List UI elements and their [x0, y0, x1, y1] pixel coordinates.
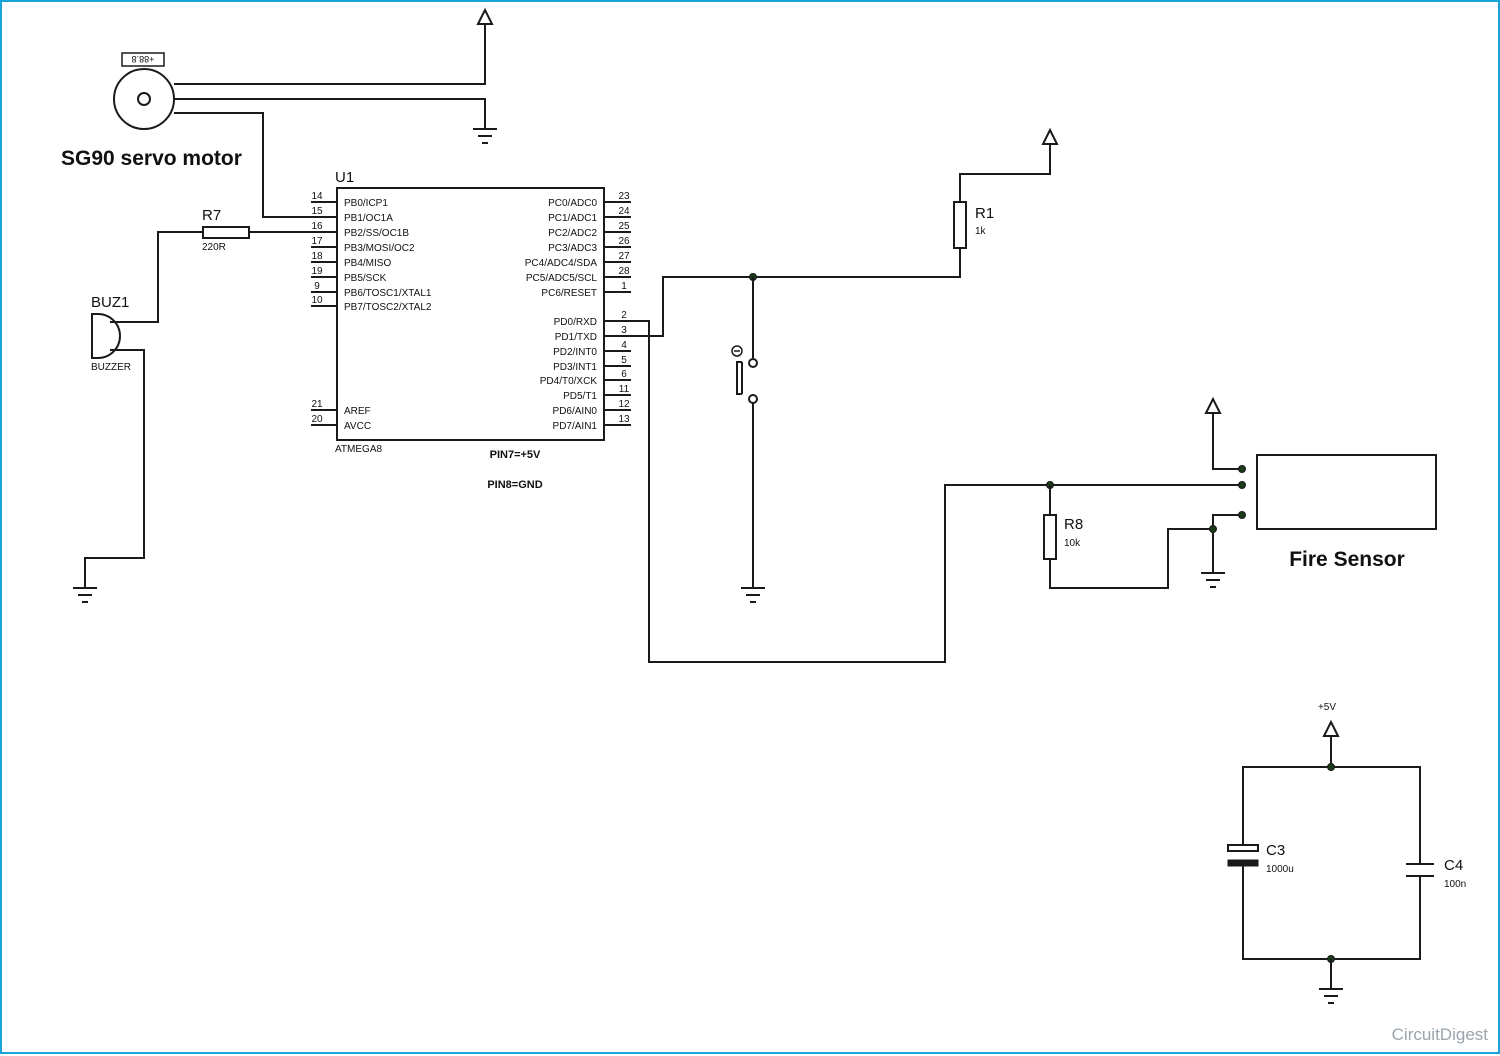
- junction-dot: [1327, 763, 1335, 771]
- sensor-pin-gnd: [1238, 511, 1246, 519]
- servo-display-readout: +88.8: [132, 54, 155, 64]
- r8-ref: R8: [1064, 516, 1083, 533]
- sensor-pin-out: [1238, 481, 1246, 489]
- servo-ground-symbol: [473, 128, 497, 144]
- mcu-pin-number: 16: [311, 221, 323, 232]
- junction-dot: [1209, 525, 1217, 533]
- capacitor-c4: [1406, 863, 1434, 877]
- mcu-pin-name: PB4/MISO: [344, 258, 391, 269]
- c3-ref: C3: [1266, 842, 1285, 859]
- mcu-pin-number: 14: [311, 191, 323, 202]
- mcu-pin-number: 26: [618, 236, 630, 247]
- mcu-note-gnd: PIN8=GND: [487, 479, 542, 491]
- fire-sensor-label: Fire Sensor: [1289, 548, 1405, 571]
- mcu-pin-name: PD6/AIN0: [553, 406, 598, 417]
- mcu-ref: U1: [335, 169, 354, 186]
- mcu-pin-number: 28: [618, 266, 630, 277]
- mcu-pin-number: 9: [314, 281, 320, 292]
- mcu-pin-number: 17: [311, 236, 323, 247]
- buzzer-buz1: [91, 313, 121, 359]
- circuitdigest-logo: CircuitDigest: [1392, 1025, 1489, 1044]
- mcu-pin-number: 19: [311, 266, 323, 277]
- r7-value: 220R: [202, 242, 226, 253]
- resistor-r7: [202, 226, 250, 239]
- mcu-note-vcc: PIN7=+5V: [490, 449, 541, 461]
- mcu-pin-name: PC4/ADC4/SDA: [525, 258, 598, 269]
- mcu-pin-name: AREF: [344, 406, 371, 417]
- mcu-pin-name: PB6/TOSC1/XTAL1: [344, 288, 432, 299]
- fire-sensor-module: [1256, 454, 1437, 530]
- resistor-r1: [953, 201, 967, 249]
- mcu-pins: 14PB0/ICP115PB1/OC1A16PB2/SS/OC1B17PB3/M…: [311, 191, 631, 432]
- mcu-pin-name: AVCC: [344, 421, 371, 432]
- mcu-pin-name: PD4/T0/XCK: [540, 376, 598, 387]
- r1-value: 1k: [975, 226, 987, 237]
- c3-value: 1000u: [1266, 864, 1294, 875]
- capacitor-c3: [1227, 844, 1259, 867]
- mcu-pin-name: PC6/RESET: [541, 288, 597, 299]
- mcu-pin-number: 5: [621, 355, 627, 366]
- mcu-pin-name: PD7/AIN1: [553, 421, 598, 432]
- mcu-pin-name: PD5/T1: [563, 391, 597, 402]
- mcu-pin-number: 12: [618, 399, 630, 410]
- mcu-part: ATMEGA8: [335, 444, 382, 455]
- mcu-pin-number: 13: [618, 414, 630, 425]
- mcu-pin-number: 10: [311, 295, 323, 306]
- buzzer-value: BUZZER: [91, 362, 131, 373]
- sensor-pin-vcc: [1238, 465, 1246, 473]
- mcu-pin-name: PC1/ADC1: [548, 213, 597, 224]
- buzzer-ground-symbol: [73, 587, 97, 603]
- button-ground-symbol: [741, 587, 765, 603]
- sensor-ground-symbol: [1201, 572, 1225, 588]
- resistor-r8: [1043, 514, 1057, 560]
- mcu-pin-number: 15: [311, 206, 323, 217]
- mcu-pin-number: 1: [621, 281, 627, 292]
- mcu-pin-name: PB0/ICP1: [344, 198, 388, 209]
- mcu-pin-name: PB2/SS/OC1B: [344, 228, 409, 239]
- mcu-pin-number: 18: [311, 251, 323, 262]
- servo-label: SG90 servo motor: [61, 147, 242, 170]
- mcu-pin-number: 25: [618, 221, 630, 232]
- mcu-pin-name: PD1/TXD: [555, 332, 597, 343]
- mcu-pin-number: 24: [618, 206, 630, 217]
- r1-vcc-arrow: [1041, 127, 1059, 145]
- mcu-pin-number: 21: [311, 399, 323, 410]
- mcu-pin-name: PC5/ADC5/SCL: [526, 273, 598, 284]
- r8-value: 10k: [1064, 538, 1081, 549]
- mcu-pin-name: PD2/INT0: [553, 347, 597, 358]
- power-label: +5V: [1318, 702, 1336, 713]
- mcu-pin-name: PC0/ADC0: [548, 198, 597, 209]
- mcu-pin-name: PD0/RXD: [554, 317, 597, 328]
- buzzer-ref: BUZ1: [91, 294, 129, 311]
- r7-ref: R7: [202, 207, 221, 224]
- mcu-pin-number: 11: [619, 384, 630, 395]
- c4-value: 100n: [1444, 879, 1466, 890]
- mcu-pin-number: 2: [621, 310, 627, 321]
- mcu-pin-number: 3: [621, 325, 627, 336]
- mcu-pin-number: 4: [621, 340, 627, 351]
- mcu-pin-name: PD3/INT1: [553, 362, 597, 373]
- mcu-pin-number: 20: [311, 414, 323, 425]
- mcu-pin-name: PB5/SCK: [344, 273, 387, 284]
- mcu-pin-number: 23: [618, 191, 630, 202]
- push-button: [731, 277, 758, 588]
- mcu-pin-name: PB7/TOSC2/XTAL2: [344, 302, 432, 313]
- mcu-pin-name: PB3/MOSI/OC2: [344, 243, 415, 254]
- power-vcc-arrow: [1322, 719, 1340, 737]
- mcu-pin-name: PC2/ADC2: [548, 228, 597, 239]
- servo-vcc-arrow: [476, 7, 494, 25]
- cap-ground-symbol: [1319, 988, 1343, 1004]
- sensor-vcc-arrow: [1204, 396, 1222, 414]
- servo-motor: +88.8: [113, 52, 175, 130]
- c4-ref: C4: [1444, 857, 1463, 874]
- mcu-pin-name: PC3/ADC3: [548, 243, 597, 254]
- mcu-pin-number: 6: [621, 369, 627, 380]
- mcu-pin-name: PB1/OC1A: [344, 213, 393, 224]
- microcontroller-u1: [336, 187, 605, 441]
- r1-ref: R1: [975, 205, 994, 222]
- mcu-pin-number: 27: [618, 251, 630, 262]
